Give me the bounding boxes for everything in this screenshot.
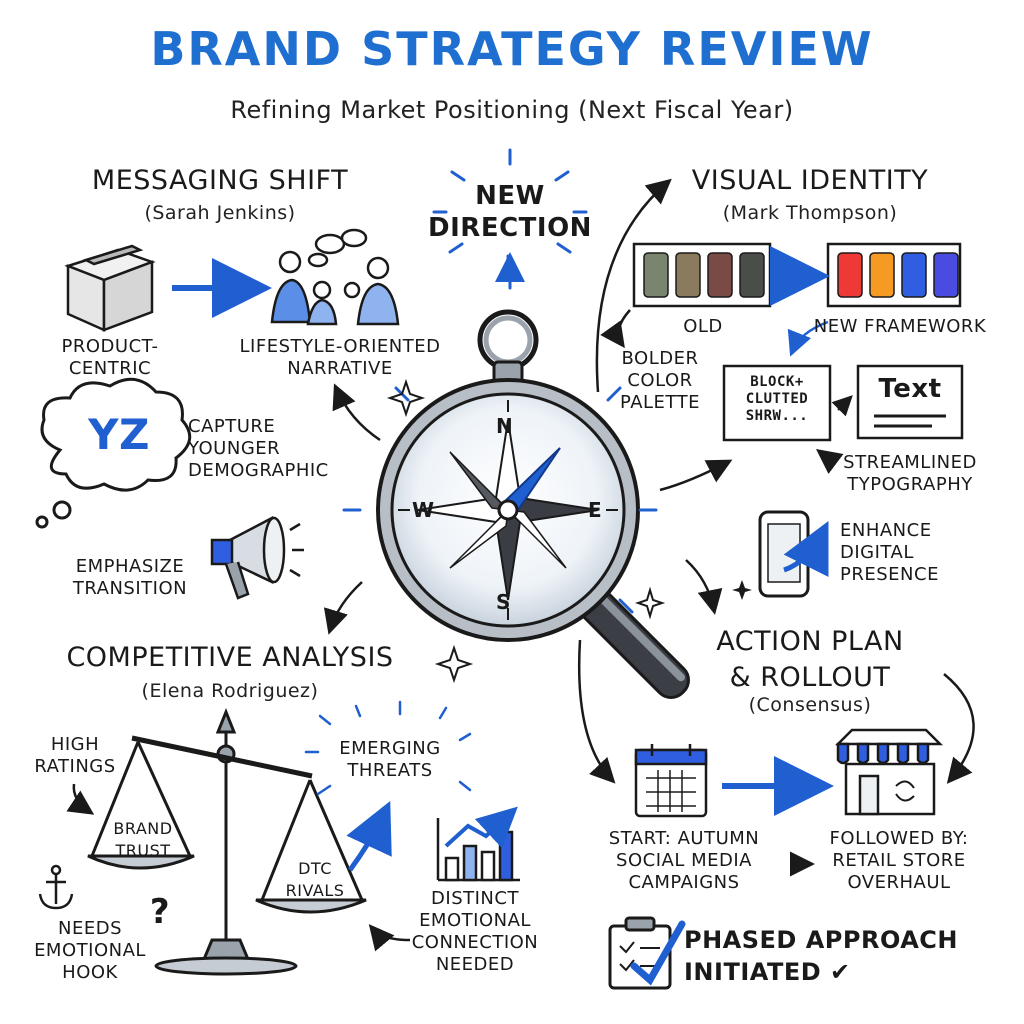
- yz-badge: YZ: [88, 410, 150, 459]
- emotional-connection-label: DISTINCT EMOTIONAL CONNECTION NEEDED: [411, 888, 539, 975]
- magnifier-compass-icon: [342, 254, 690, 700]
- palette-swatch: [643, 252, 669, 298]
- messaging-owner: (Sarah Jenkins): [144, 202, 296, 224]
- high-ratings-label: HIGH RATINGS: [34, 734, 116, 777]
- clean-type-text: Text: [878, 374, 942, 404]
- action-owner: (Consensus): [748, 694, 872, 716]
- retail-store-icon: [834, 728, 944, 816]
- product-box-icon: [64, 244, 156, 332]
- threat-burst: [304, 700, 472, 796]
- palette-swatch: [869, 252, 895, 298]
- compass-north: N: [496, 414, 514, 438]
- dtc-rivals-label: DTC RIVALS: [285, 859, 345, 900]
- compass-south: S: [496, 590, 511, 614]
- emotional-hook-label: NEEDS EMOTIONAL HOOK: [34, 918, 146, 983]
- visual-heading: VISUAL IDENTITY: [691, 165, 929, 196]
- megaphone-icon: [210, 515, 304, 600]
- palette-swatch: [675, 252, 701, 298]
- page-subtitle: Refining Market Positioning (Next Fiscal…: [230, 96, 794, 124]
- clipboard-check-icon: [608, 916, 686, 990]
- anchor-icon: [38, 864, 74, 910]
- compass-east: E: [588, 498, 603, 522]
- palette-swatch: [933, 252, 959, 298]
- emerging-threats-label: EMERGING THREATS: [339, 738, 441, 781]
- messaging-heading: MESSAGING SHIFT: [91, 165, 349, 196]
- compass-west: W: [412, 498, 435, 522]
- bolder-palette-label: BOLDER COLOR PALETTE: [620, 348, 700, 413]
- people-conversation-icon: [270, 228, 400, 326]
- page-title: BRAND STRATEGY REVIEW: [150, 22, 874, 76]
- goal-label: CAPTURE YOUNGER DEMOGRAPHIC: [188, 416, 329, 481]
- palette-swatch: [707, 252, 733, 298]
- palette-swatch: [739, 252, 765, 298]
- palette-swatch: [901, 252, 927, 298]
- calendar-icon: [634, 744, 708, 818]
- from-label: PRODUCT- CENTRIC: [61, 336, 159, 379]
- bar-chart-icon: [436, 806, 520, 882]
- thought-cloud-icon: [35, 377, 192, 529]
- to-label: LIFESTYLE-ORIENTED NARRATIVE: [239, 336, 441, 379]
- visual-owner: (Mark Thompson): [722, 202, 898, 224]
- question-mark: ?: [149, 892, 171, 932]
- typography-label: STREAMLINED TYPOGRAPHY: [843, 452, 977, 495]
- new-direction-rays: [432, 148, 588, 290]
- cluttered-type-box: [722, 364, 832, 442]
- start-label: START: AUTUMN SOCIAL MEDIA CAMPAIGNS: [608, 828, 760, 893]
- cluttered-type-text: BLOCK+ CLUTTED SHRW...: [745, 374, 809, 424]
- palette-swatch: [837, 252, 863, 298]
- new-direction-label: NEW DIRECTION: [428, 181, 592, 243]
- competitive-owner: (Elena Rodriguez): [141, 680, 319, 702]
- balance-scale-icon: [87, 707, 367, 976]
- brand-trust-label: BRAND TRUST: [113, 819, 173, 860]
- digital-label: ENHANCE DIGITAL PRESENCE: [840, 520, 939, 585]
- smartphone-icon: [758, 510, 829, 598]
- action-heading: ACTION PLAN & ROLLOUT: [716, 626, 904, 693]
- follow-label: FOLLOWED BY: RETAIL STORE OVERHAUL: [829, 828, 969, 893]
- emphasize-label: EMPHASIZE TRANSITION: [72, 556, 188, 599]
- old-label: OLD: [683, 316, 723, 337]
- phased-approach-status: PHASED APPROACH INITIATED ✔: [684, 926, 958, 986]
- new-framework-label: NEW FRAMEWORK: [813, 316, 987, 337]
- competitive-heading: COMPETITIVE ANALYSIS: [66, 642, 394, 673]
